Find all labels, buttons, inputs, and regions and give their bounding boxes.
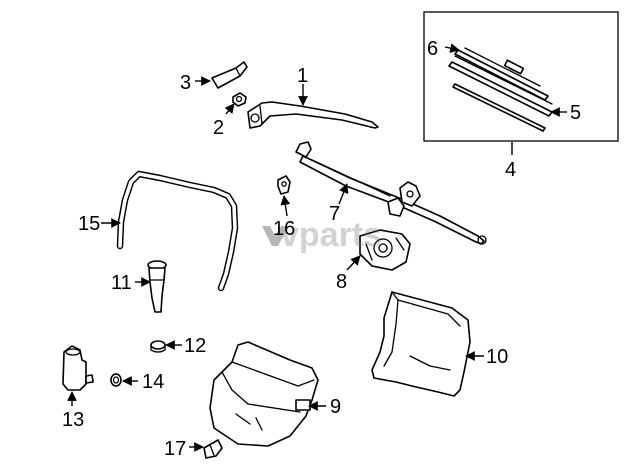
callout-13: 13 — [62, 409, 84, 431]
wiper-arm-cap — [211, 61, 248, 89]
callout-12: 12 — [184, 335, 206, 357]
callout-8: 8 — [336, 271, 347, 293]
filler-seal — [150, 340, 166, 353]
callout-16: 16 — [273, 218, 295, 240]
wiper-arm-nut — [232, 92, 247, 107]
reservoir-shield — [371, 291, 471, 397]
washer-filler-neck — [147, 260, 167, 313]
callout-17: 17 — [164, 438, 186, 460]
callout-2: 2 — [213, 117, 224, 139]
callout-9: 9 — [330, 396, 341, 418]
callout-11: 11 — [111, 272, 132, 294]
washer-hose — [116, 170, 239, 292]
washer-reservoir — [209, 341, 319, 447]
callout-14: 14 — [142, 371, 164, 393]
callout-15: 15 — [78, 213, 100, 235]
watermark-text: vparts — [280, 216, 382, 254]
watermark: vparts — [262, 216, 382, 254]
wiper-blade-inset — [423, 11, 619, 142]
callout-labels: 1 2 3 4 5 6 7 8 9 10 11 12 13 14 15 16 1… — [62, 38, 581, 460]
callout-7: 7 — [329, 203, 340, 225]
callout-3: 3 — [180, 72, 191, 94]
callout-1: 1 — [297, 65, 308, 87]
wiper-motor — [359, 229, 411, 271]
callout-6: 6 — [427, 38, 438, 60]
linkage-clip — [277, 175, 291, 195]
wiper-blade-insert — [448, 61, 553, 117]
wiper-arm — [247, 101, 379, 129]
callout-5: 5 — [570, 102, 581, 124]
washer-nozzle — [203, 439, 223, 459]
callout-4: 4 — [505, 159, 516, 181]
callout-10: 10 — [486, 346, 508, 368]
pump-grommet — [110, 373, 122, 387]
wiper-blade-refill — [452, 83, 546, 132]
leader-lines — [67, 43, 567, 452]
washer-pump — [62, 345, 94, 391]
